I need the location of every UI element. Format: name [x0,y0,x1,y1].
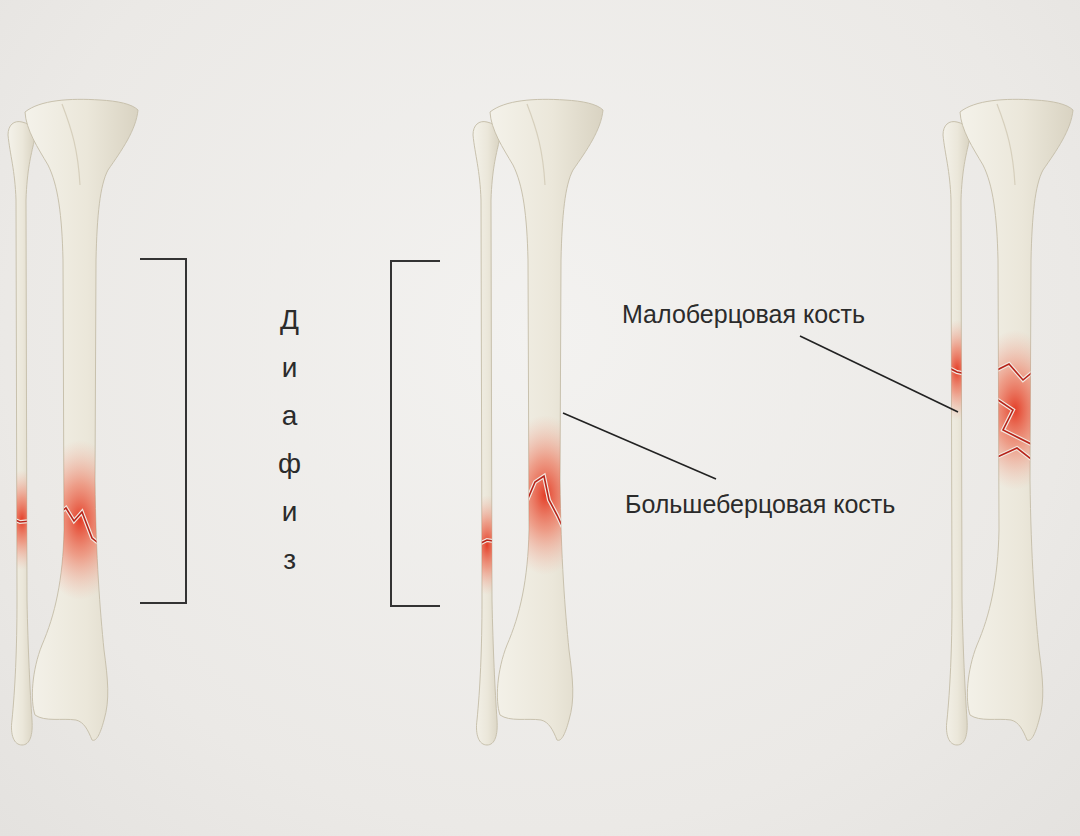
vertical-label: Диафиз [277,296,302,584]
fracture-glow [935,320,979,420]
fracture-gap [941,364,975,376]
bracket [391,261,440,606]
fracture-line [6,516,40,522]
fracture-gap [6,516,40,522]
fracture-line [523,476,565,532]
fibula-bone [473,122,500,745]
fracture-glow [970,330,1060,490]
fracture-gap [523,476,565,532]
fracture-glow [465,495,509,595]
bone-label: Малоберцовая кость [622,299,865,329]
fracture-line [941,364,975,376]
leader-line [563,413,716,479]
fracture [0,470,44,570]
fracture-glow [35,440,125,600]
fracture-gap [56,508,102,546]
bracket [140,259,186,603]
fracture-line [471,540,505,548]
fracture [35,440,125,600]
fracture-line [995,448,1035,462]
fibula-bone [943,122,970,745]
bone-label: Большеберцовая кость [625,489,895,519]
fracture [970,330,1060,490]
bone-crest [997,104,1015,185]
fracture [500,415,590,575]
fibula-bone [8,122,35,745]
bone-crest [62,104,80,185]
fracture-gap [993,364,1035,380]
fracture [935,320,979,420]
tibia-bone [25,99,138,740]
fracture-gap [995,448,1035,462]
leg-bones [0,99,138,745]
tibia-bone [960,99,1073,740]
fracture-line [995,398,1035,446]
fracture-gap [995,398,1035,446]
fracture-line [56,508,102,546]
fracture [465,495,509,595]
tibia-bone [490,99,603,740]
leader-line [800,336,958,412]
bone-crest [527,104,545,185]
fracture-gap [471,540,505,548]
leg-bones [935,99,1073,745]
fracture-glow [0,470,44,570]
fracture-glow [500,415,590,575]
fracture-line [993,364,1035,380]
bone-group [0,99,1073,745]
